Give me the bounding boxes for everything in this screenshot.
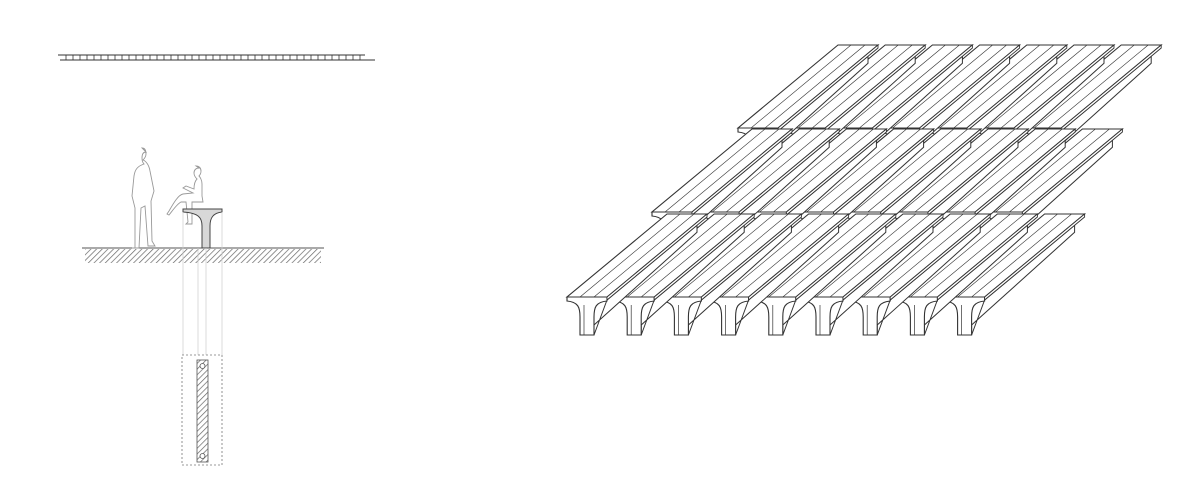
- plank-line: [820, 128, 921, 213]
- plank-line: [815, 213, 917, 298]
- bench-plan-detail: [181, 354, 223, 466]
- plank-line: [759, 128, 860, 213]
- plank-line: [688, 213, 789, 298]
- plank-line: [664, 128, 766, 213]
- plank-line: [877, 213, 978, 298]
- plank-line: [859, 44, 960, 129]
- bench-leg-front: [849, 296, 891, 336]
- plank-line: [627, 213, 728, 298]
- plank-line: [768, 213, 869, 298]
- bench-leg-front: [566, 296, 608, 336]
- plank-line: [593, 213, 695, 298]
- bench-edge: [795, 213, 897, 301]
- bench-edge: [748, 213, 850, 301]
- plank-line: [853, 128, 954, 213]
- plank-line: [773, 128, 874, 213]
- bench-array-axonometric: [565, 44, 1163, 336]
- bench-edge: [984, 213, 1086, 301]
- plank-line: [863, 213, 964, 298]
- ground-section: [82, 247, 324, 263]
- plank-line: [726, 128, 827, 213]
- plank-line: [712, 128, 813, 213]
- plank-line: [939, 44, 1040, 129]
- plan-strip: [58, 54, 375, 61]
- plank-line: [750, 44, 852, 129]
- bench-section: [182, 208, 223, 249]
- plank-line: [721, 213, 822, 298]
- plank-line: [971, 213, 1072, 298]
- bench-edge: [606, 213, 708, 301]
- plank-line: [910, 213, 1011, 298]
- plank-line: [892, 44, 993, 129]
- bench-leg-front: [613, 296, 655, 336]
- plank-line: [957, 213, 1058, 298]
- bench-leg-front: [660, 296, 702, 336]
- projection-lines: [182, 212, 223, 355]
- plank-line: [674, 213, 775, 298]
- standing-person-figure: [131, 147, 156, 249]
- plank-line: [1034, 44, 1135, 129]
- plank-line: [579, 213, 681, 298]
- plank-line: [1000, 44, 1102, 129]
- plank-line: [986, 44, 1088, 129]
- plank-line: [1048, 44, 1149, 129]
- bench-leg-front: [896, 296, 938, 336]
- bench-edge: [700, 213, 802, 301]
- plank-line: [641, 213, 742, 298]
- plank-line: [764, 44, 866, 129]
- bench-edge: [842, 213, 944, 301]
- seated-person-figure: [166, 165, 204, 225]
- plank-line: [962, 128, 1063, 213]
- plank-line: [914, 128, 1016, 213]
- plank-line: [678, 128, 780, 213]
- plank-line: [735, 213, 836, 298]
- plank-line: [953, 44, 1054, 129]
- bench-leg-front: [708, 296, 750, 336]
- bench-edge: [653, 213, 755, 301]
- bench-leg-front: [802, 296, 844, 336]
- plank-line: [1009, 128, 1110, 213]
- plank-line: [845, 44, 946, 129]
- plank-line: [906, 44, 1007, 129]
- plank-line: [812, 44, 913, 129]
- bench-edge: [889, 213, 991, 301]
- bench-leg-front: [944, 296, 986, 336]
- plank-line: [867, 128, 968, 213]
- plank-line: [829, 213, 931, 298]
- plank-line: [798, 44, 899, 129]
- bench-leg-front: [755, 296, 797, 336]
- plank-line: [782, 213, 883, 298]
- plank-line: [806, 128, 907, 213]
- plank-line: [924, 213, 1025, 298]
- bench-edge: [936, 213, 1038, 301]
- plank-line: [900, 128, 1002, 213]
- plank-line: [948, 128, 1049, 213]
- plank-line: [995, 128, 1096, 213]
